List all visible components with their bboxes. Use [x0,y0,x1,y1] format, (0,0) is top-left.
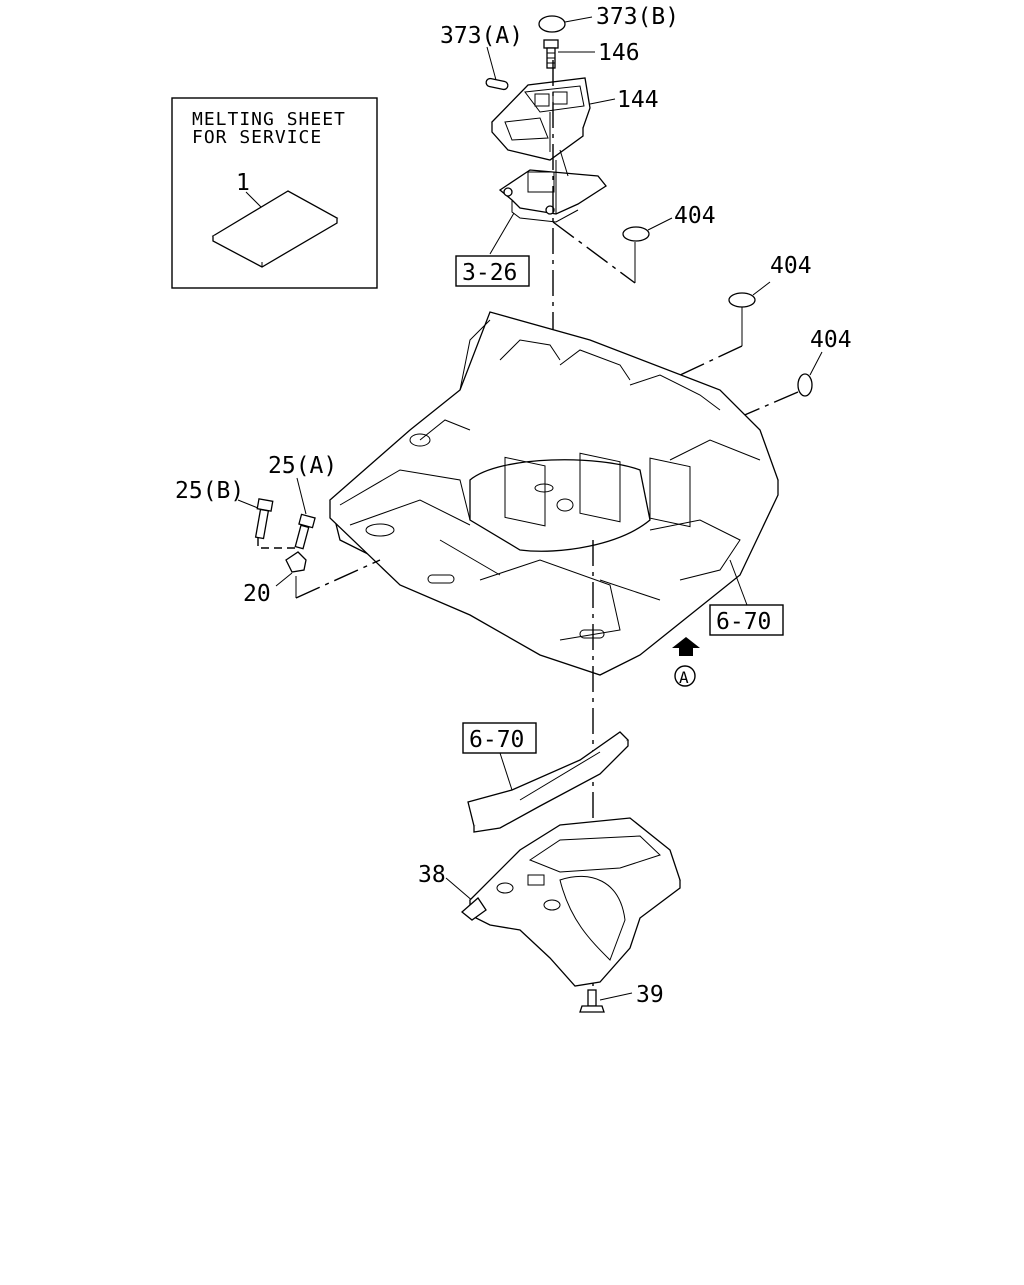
callout-38: 38 [418,862,446,888]
callout-373b: 373(B) [596,4,679,30]
part-373b-cap [538,15,593,33]
callout-20: 20 [243,581,271,607]
part-25b-bolt [254,498,274,540]
view-marker-a: A [674,665,696,687]
floor-panel-assembly [329,311,779,676]
part-404-grommet-1 [622,217,673,242]
reference-3-26: 3-26 [462,260,517,286]
callout-373a: 373(A) [440,23,523,49]
part-146-bolt [543,39,595,69]
part-39-bolt [579,989,633,1013]
callout-146: 146 [598,40,640,66]
part-373a-plug [485,77,509,91]
inset-box-melting-sheet: MELTING SHEET FOR SERVICE 1 [171,97,378,289]
reference-box-3-26[interactable]: 3-26 [455,255,530,287]
reference-6-70-lower: 6-70 [469,727,524,753]
crossmember-part [467,731,629,833]
view-arrow-icon [672,637,700,656]
callout-404-3: 404 [810,327,852,353]
part-25a-bolt [294,513,316,550]
reference-6-70-right: 6-70 [716,609,771,635]
callout-25b: 25(B) [175,478,244,504]
callout-1: 1 [236,170,250,196]
view-marker-letter: A [679,668,689,687]
part-38-floor-panel [460,817,681,987]
callout-39: 39 [636,982,664,1008]
callout-404-2: 404 [770,253,812,279]
melting-sheet-part [211,190,339,268]
reference-box-6-70-lower[interactable]: 6-70 [462,722,537,754]
inset-title-line2: FOR SERVICE [192,127,322,148]
reference-box-6-70-right[interactable]: 6-70 [709,604,784,636]
part-20-nut [275,551,307,587]
callout-404-1: 404 [674,203,716,229]
callout-144: 144 [617,87,659,113]
inset-title-line1: MELTING SHEET [192,109,346,130]
callout-25a: 25(A) [268,453,337,479]
